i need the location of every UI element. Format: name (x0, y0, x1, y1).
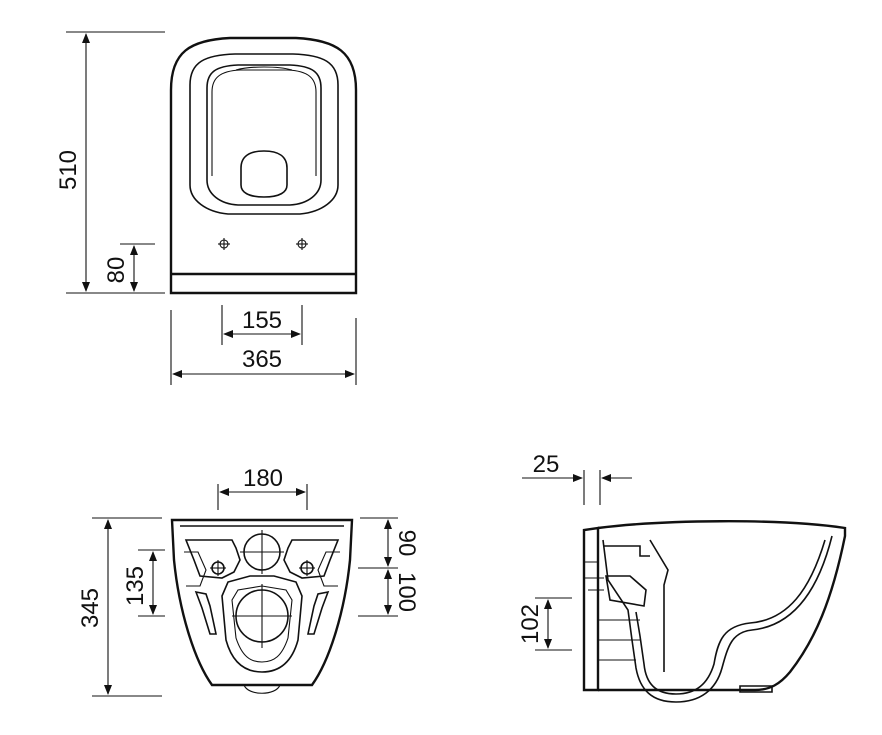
top-view-drain (240, 150, 288, 198)
rear-fixing-left-icon (210, 560, 226, 576)
top-view-outline (169, 36, 358, 295)
top-view-rim (189, 53, 339, 215)
dim-365-label: 365 (242, 346, 282, 373)
rear-view-outline (170, 518, 354, 687)
fixing-hole-left-icon (218, 238, 230, 250)
dim-25-label: 25 (533, 451, 560, 478)
dim-345-label: 345 (77, 588, 104, 628)
dim-80-label: 80 (103, 257, 130, 284)
top-view-bowl (206, 64, 322, 206)
dim-155-label: 155 (242, 307, 282, 334)
side-body-outline (597, 520, 847, 692)
side-view: 25 102 (517, 451, 847, 703)
dim-510-label: 510 (55, 150, 82, 190)
top-view: 510 80 155 365 (55, 31, 358, 385)
dim-100-label: 100 (393, 572, 420, 612)
dim-180-label: 180 (243, 465, 283, 492)
dim-102-label: 102 (517, 604, 544, 644)
dim-135-label: 135 (122, 566, 149, 606)
rear-fixing-right-icon (299, 560, 315, 576)
fixing-hole-right-icon (296, 238, 308, 250)
side-wall-plate (582, 526, 600, 692)
rear-view: 180 345 135 90 100 (77, 465, 420, 697)
dim-90-label: 90 (393, 530, 420, 557)
